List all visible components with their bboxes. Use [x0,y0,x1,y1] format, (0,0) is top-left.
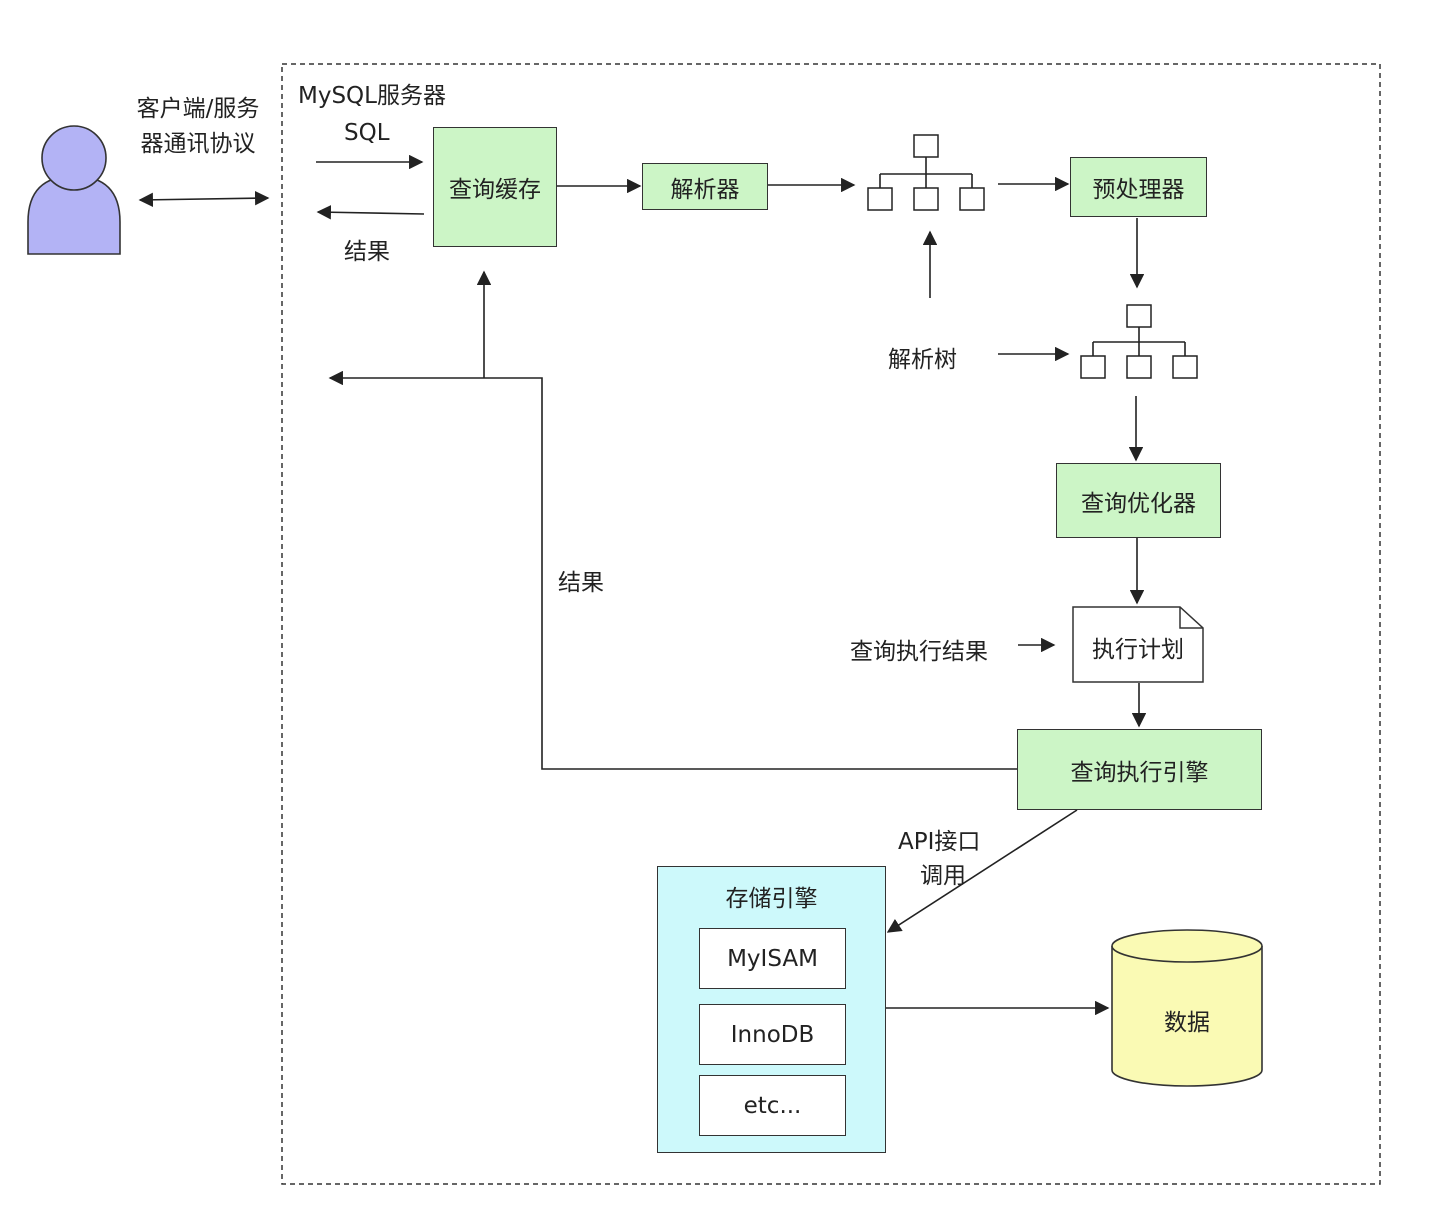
result-return-path [484,377,1018,770]
result-top-label: 结果 [344,239,390,265]
storage-engine-title: 存储引擎 [725,886,818,912]
arrow-api-call [886,809,1078,933]
parse-tree-icon [867,134,985,211]
parser-box: 解析器 [642,163,768,210]
api-label: API接口 [898,829,981,855]
parse-tree-label: 解析树 [888,347,957,373]
protocol-label: 客户端/服务器通讯协议 [136,96,260,157]
exec-engine-box: 查询执行引擎 [1017,729,1262,810]
data-label: 数据 [1164,1010,1210,1036]
user-icon [27,125,121,255]
processed-tree-icon [1080,304,1198,379]
sql-label: SQL [344,120,390,146]
engine-etc: etc... [699,1075,846,1136]
preprocessor-box: 预处理器 [1070,157,1207,217]
exec-plan-label: 执行计划 [1092,637,1184,663]
api-call-label: 调用 [920,863,966,889]
engine-myisam: MyISAM [699,928,846,989]
server-label: MySQL服务器 [298,83,446,109]
exec-result-label: 查询执行结果 [850,639,988,665]
exec-plan-doc-shape [1072,606,1204,683]
optimizer-box: 查询优化器 [1056,463,1221,538]
server-boundary [281,63,1381,1185]
engine-innodb: InnoDB [699,1004,846,1065]
query-cache-box: 查询缓存 [433,127,557,247]
protocol-arrow [138,191,270,207]
data-cylinder-icon [1111,929,1263,1087]
result-arrow-top [316,205,425,220]
result-mid-label: 结果 [558,570,604,596]
storage-engine-box: 存储引擎 MyISAM InnoDB etc... [657,866,886,1153]
